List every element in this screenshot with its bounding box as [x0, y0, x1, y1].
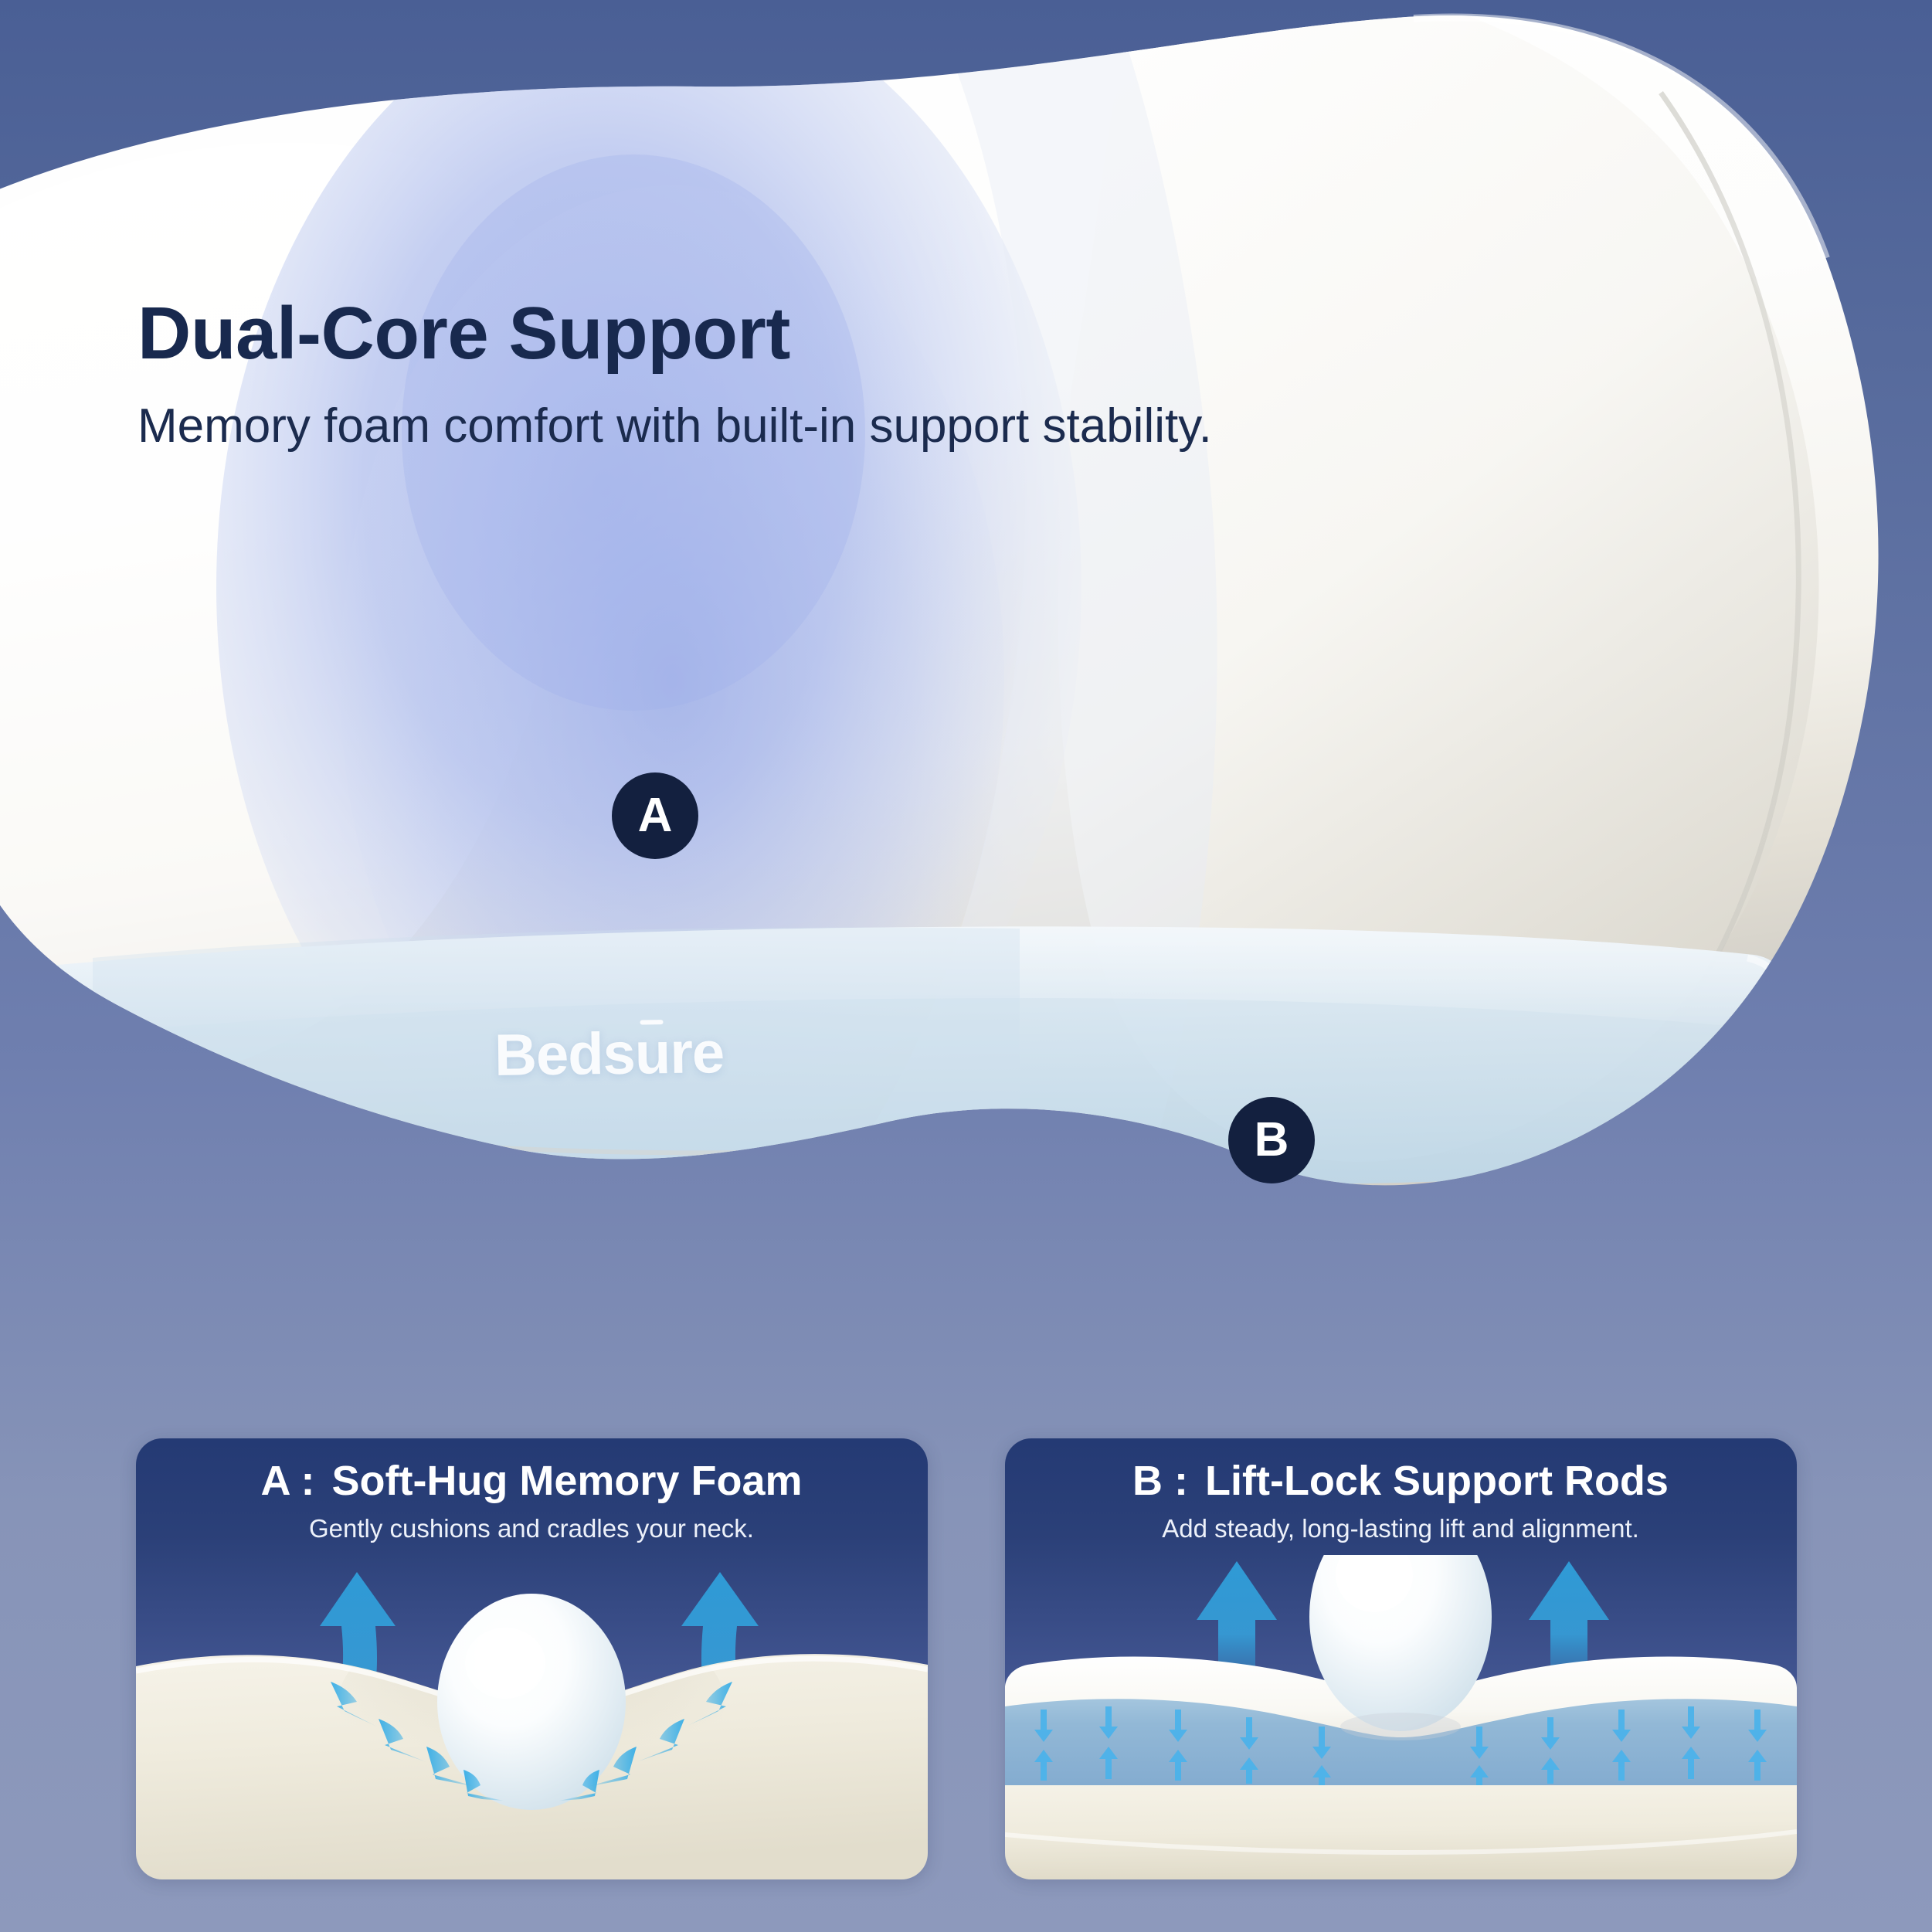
- pressure-arrows-a-left: [330, 1682, 504, 1801]
- logo-accent-letter: u: [634, 1020, 671, 1087]
- page-title: Dual-Core Support: [138, 292, 790, 375]
- pressure-arrows-a-right: [559, 1682, 732, 1801]
- card-b-title-line: B : Lift-Lock Support Rods: [1005, 1458, 1797, 1504]
- card-a-title-line: A : Soft-Hug Memory Foam: [136, 1458, 928, 1504]
- logo-text-prefix: Beds: [494, 1020, 636, 1088]
- hero-copy-block: Dual-Core Support Memory foam comfort wi…: [138, 292, 1296, 458]
- foam-base-layer-b: [1004, 1768, 1797, 1879]
- card-a-header: A : Soft-Hug Memory Foam Gently cushions …: [136, 1438, 928, 1544]
- marker-badge-b[interactable]: B: [1228, 1097, 1315, 1183]
- core-flow-arrows-b: [1034, 1706, 1767, 1785]
- feature-card-a[interactable]: A : Soft-Hug Memory Foam Gently cushions …: [135, 1438, 928, 1879]
- support-rod-core-layer-b: [1004, 1691, 1797, 1785]
- feature-card-b[interactable]: B : Lift-Lock Support Rods Add steady, lo…: [1004, 1438, 1797, 1879]
- marker-badge-a[interactable]: A: [612, 772, 698, 859]
- card-a-illustration: [135, 1555, 928, 1879]
- card-b-tag: B :: [1132, 1458, 1189, 1504]
- feature-cards-row: A : Soft-Hug Memory Foam Gently cushions …: [0, 1438, 1932, 1883]
- card-a-subtitle: Gently cushions and cradles your neck.: [309, 1514, 754, 1543]
- card-b-title: Lift-Lock Support Rods: [1205, 1458, 1669, 1504]
- page-subtitle: Memory foam comfort with built-in suppor…: [138, 399, 1212, 453]
- bedsure-logo: Bedsure: [494, 1020, 724, 1088]
- card-a-title: Soft-Hug Memory Foam: [331, 1458, 803, 1504]
- card-b-illustration: [1004, 1555, 1797, 1879]
- pillow-body: [0, 13, 1879, 1186]
- logo-text-suffix: re: [669, 1020, 725, 1087]
- card-b-header: B : Lift-Lock Support Rods Add steady, lo…: [1005, 1438, 1797, 1544]
- card-a-tag: A :: [260, 1458, 315, 1504]
- lift-arrows-b: [1196, 1561, 1609, 1694]
- card-b-subtitle: Add steady, long-lasting lift and alignm…: [1162, 1514, 1639, 1543]
- pillow-hero-illustration: [0, 13, 1879, 1186]
